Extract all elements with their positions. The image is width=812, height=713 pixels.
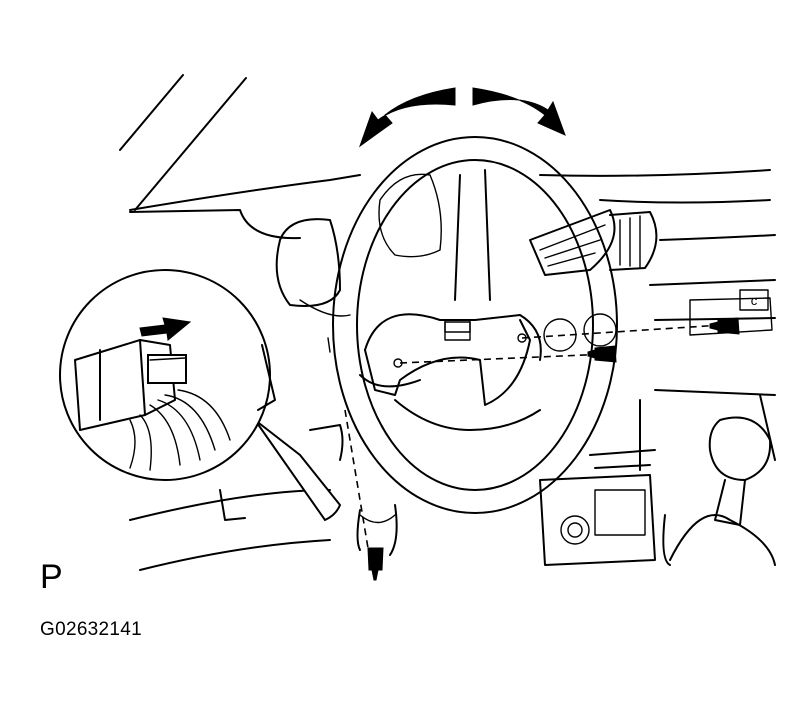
gear-shift	[662, 416, 776, 566]
steering-wheel	[332, 136, 618, 514]
dashboard-lower	[257, 337, 344, 461]
reference-code-label: G02632141	[40, 619, 143, 640]
alignment-lines	[344, 324, 723, 549]
detail-callout	[59, 269, 342, 522]
air-vent	[529, 209, 658, 276]
svg-text:c: c	[751, 293, 758, 308]
instrument-cluster	[275, 173, 442, 317]
dashboard-outline: c	[129, 169, 776, 461]
center-console	[539, 313, 656, 566]
windshield-lines	[119, 74, 247, 211]
steering-column	[129, 489, 398, 571]
screw	[367, 317, 740, 581]
rotation-arrows	[358, 87, 566, 148]
view-code-label: P	[40, 558, 63, 596]
